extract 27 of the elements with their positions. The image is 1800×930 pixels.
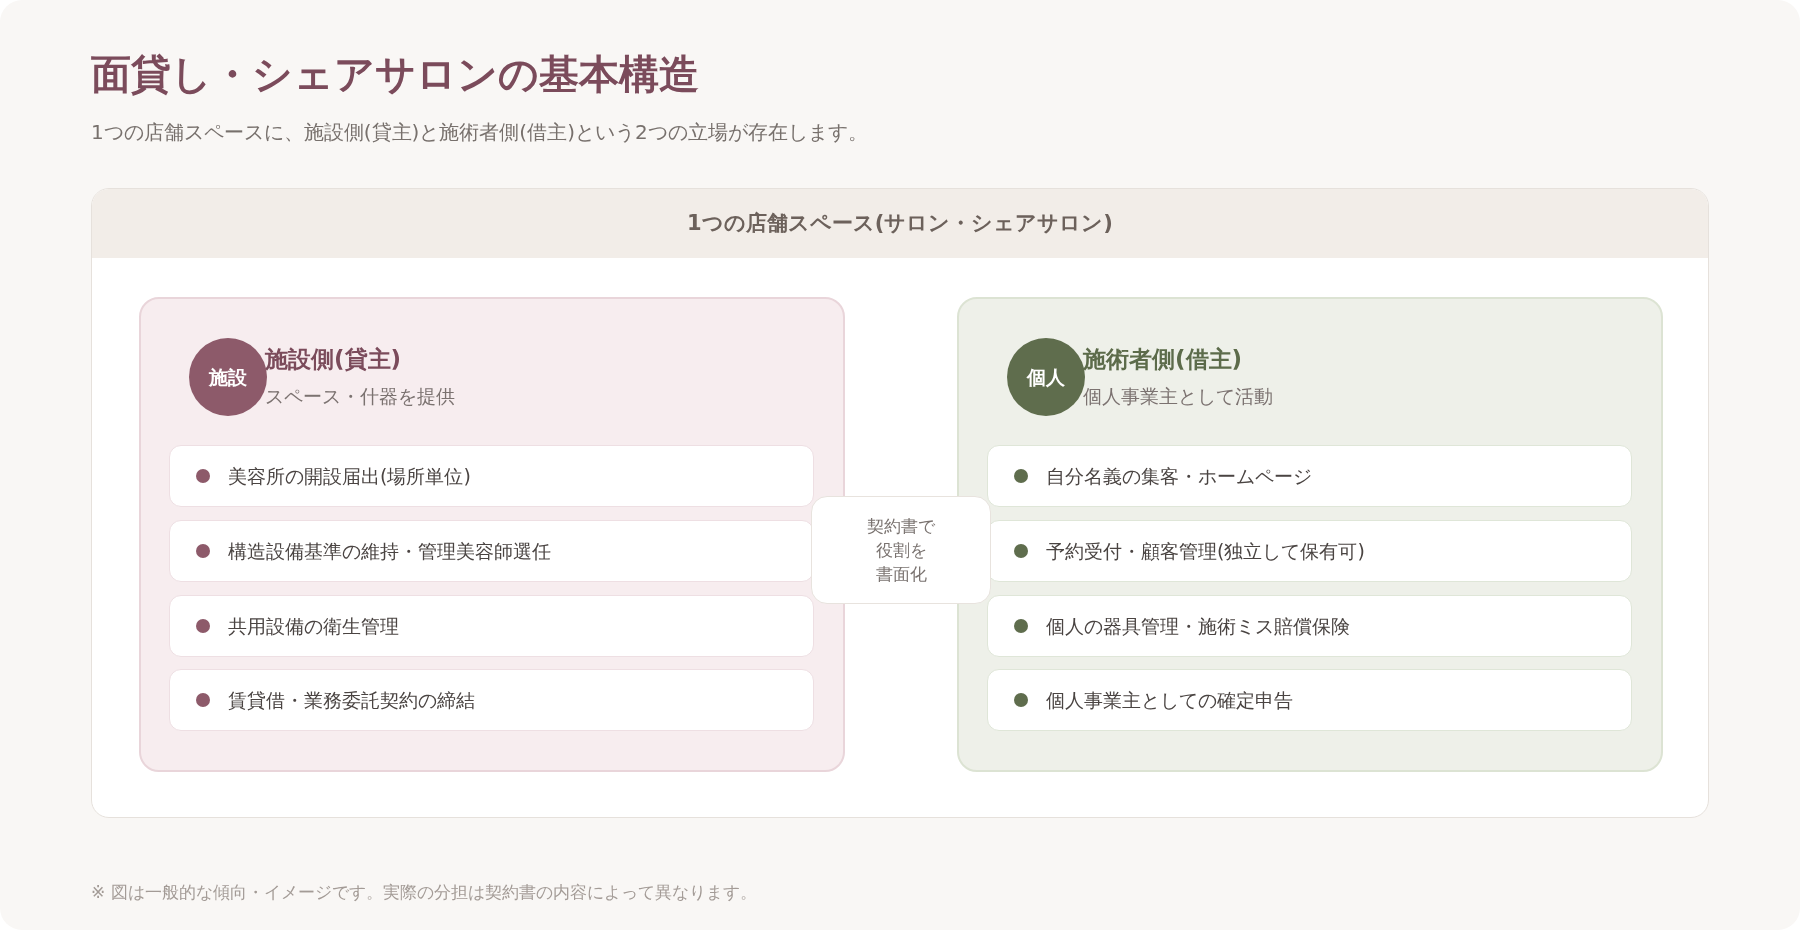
item-box [169, 445, 814, 507]
item-box [169, 595, 814, 657]
item-text: 個人事業主としての確定申告 [1046, 687, 1293, 713]
panel-heading: 施設側(貸主) [265, 345, 402, 374]
item-box [987, 595, 1632, 657]
item-text: 賃貸借・業務委託契約の締結 [228, 687, 475, 713]
subtitle: 1つの店舗スペースに、施設側(貸主)と施術者側(借主)という2つの立場が存在します。 [91, 119, 868, 145]
panel-header: 1つの店舗スペース(サロン・シェアサロン) [92, 189, 1708, 258]
item-text: 構造設備基準の維持・管理美容師選任 [228, 538, 551, 564]
panel-subheading: スペース・什器を提供 [265, 384, 455, 409]
item-text: 予約受付・顧客管理(独立して保有可) [1046, 538, 1365, 564]
item-text: 個人の器具管理・施術ミス賠償保険 [1046, 613, 1350, 639]
item-text: 自分名義の集客・ホームページ [1046, 463, 1312, 489]
item-box [169, 520, 814, 582]
side-panel [957, 297, 1663, 772]
item-text: 共用設備の衛生管理 [228, 613, 399, 639]
side-panel [139, 297, 845, 772]
item-box [169, 669, 814, 731]
item-text: 美容所の開設届出(場所単位) [228, 463, 471, 489]
outer-panel [91, 188, 1709, 818]
title: 面貸し・シェアサロンの基本構造 [91, 50, 699, 98]
panel-heading: 施術者側(借主) [1083, 345, 1243, 374]
item-box [987, 669, 1632, 731]
note-box: 契約書で役割を書面化 [811, 496, 991, 604]
panel-subheading: 個人事業主として活動 [1083, 384, 1273, 409]
item-box [987, 445, 1632, 507]
footnote: ※ 図は一般的な傾向・イメージです。実際の分担は契約書の内容によって異なります。 [91, 881, 757, 904]
